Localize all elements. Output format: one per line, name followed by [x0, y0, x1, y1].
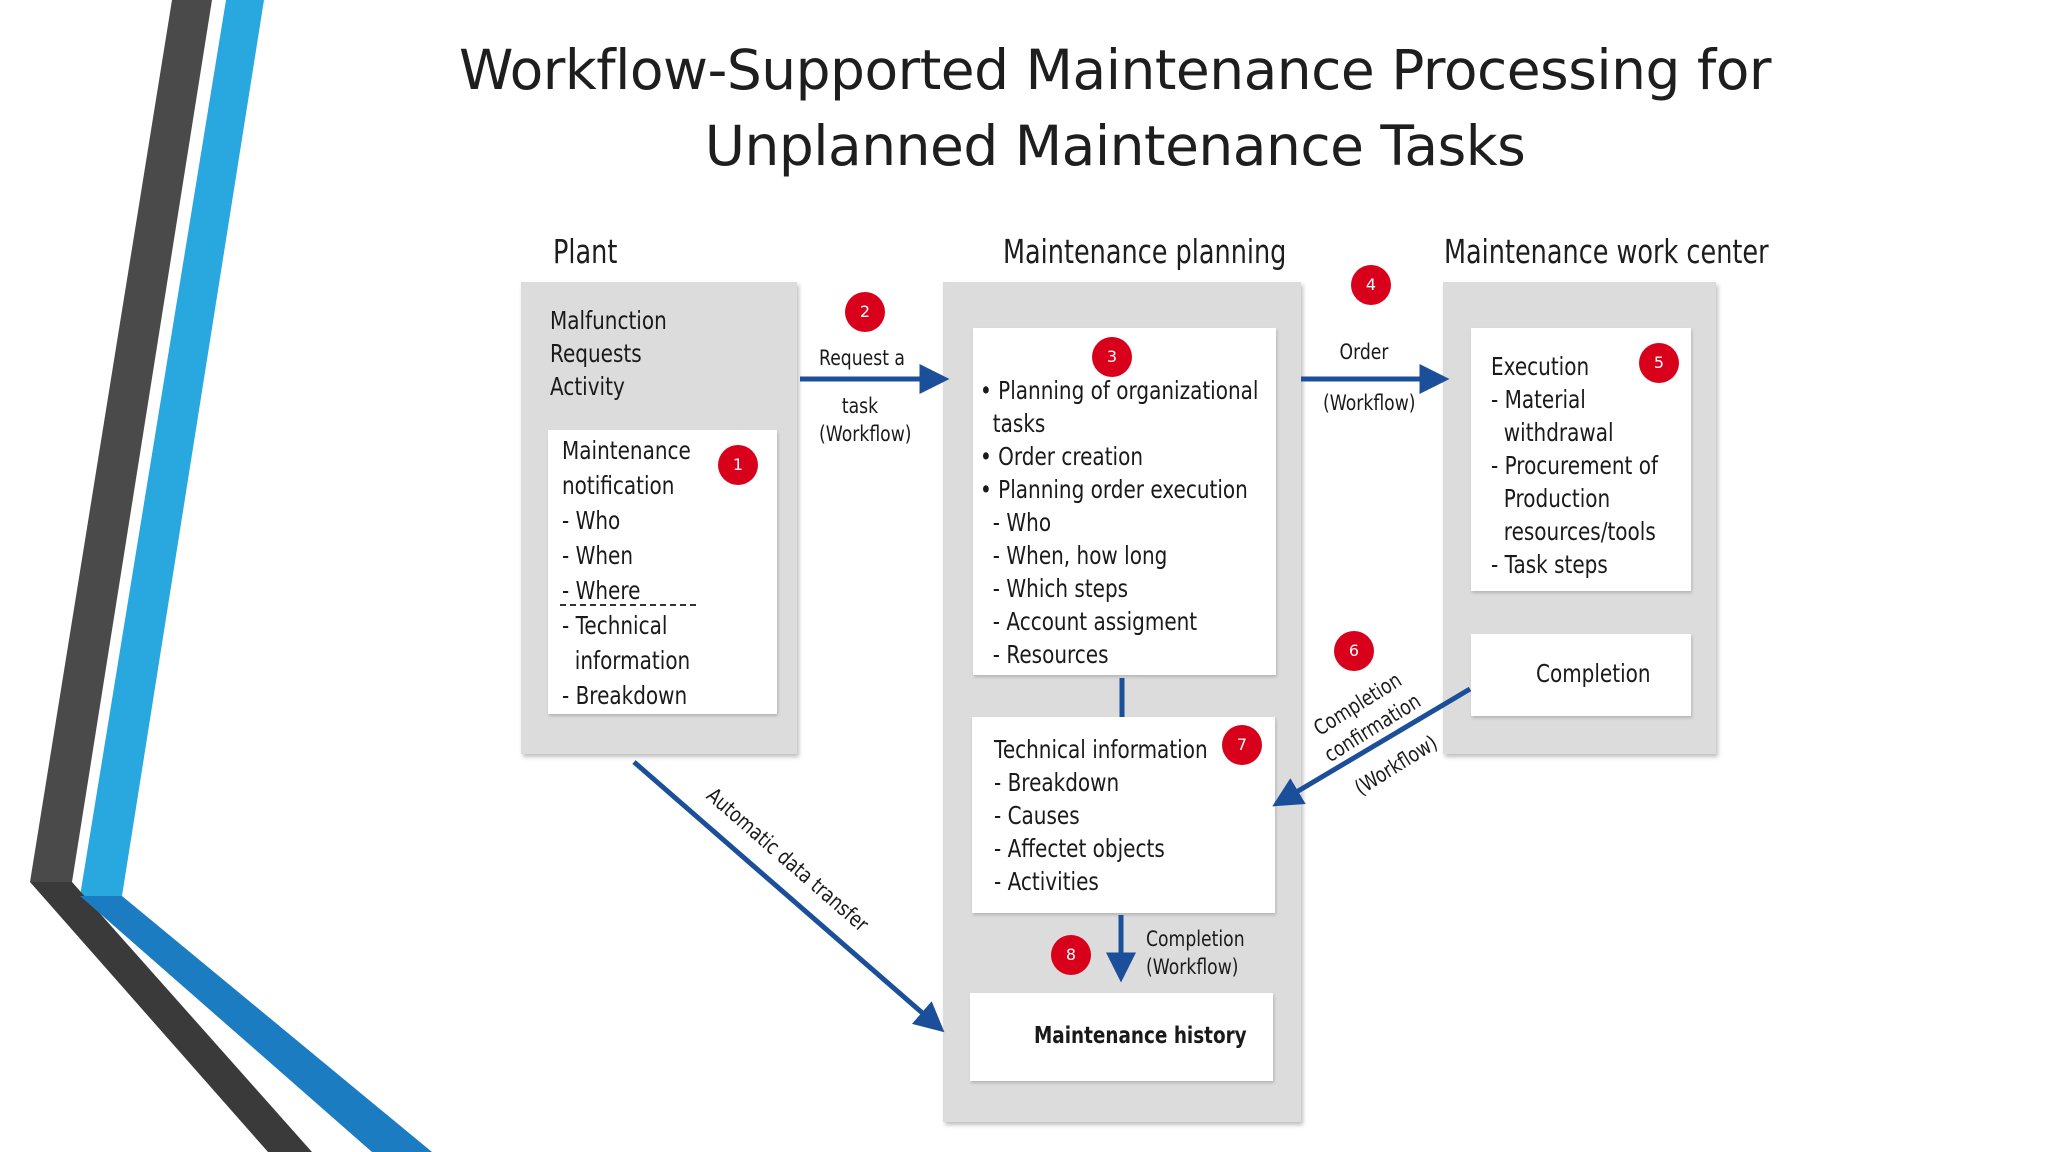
dark-stripe-diagonal	[30, 882, 312, 1152]
step-badge-6: 6	[1334, 631, 1374, 671]
label-line: Completion	[1146, 927, 1245, 951]
technical-line: - Breakdown	[994, 768, 1120, 797]
planning-line: • Planning order execution	[980, 475, 1248, 504]
planning-line: - When, how long	[992, 541, 1168, 570]
step-badge-5: 5	[1639, 343, 1679, 383]
maintenance-history-card	[970, 993, 1273, 1081]
notification-line: notification	[562, 471, 675, 500]
planning-line: - Resources	[992, 640, 1109, 669]
technical-line: - Causes	[994, 801, 1080, 830]
notification-line: - When	[562, 541, 634, 570]
title-line-1: Workflow-Supported Maintenance Processin…	[458, 38, 1772, 102]
execution-line: Execution	[1491, 352, 1590, 381]
step-badge-1: 1	[718, 445, 758, 485]
label-completion-workflow: Completion (Workflow)	[1146, 925, 1245, 981]
arrow-automatic-transfer	[632, 760, 945, 1033]
label-line: (Workflow)	[819, 422, 912, 446]
technical-information-text: Technical information - Breakdown - Caus…	[994, 733, 1208, 898]
notification-line: Maintenance	[562, 436, 691, 465]
maintenance-notification-text: Maintenance notification - Who - When - …	[562, 433, 691, 713]
planning-line: - Which steps	[992, 574, 1129, 603]
completion-label: Completion	[1536, 659, 1651, 688]
plant-header-text: Malfunction Requests Activity	[550, 304, 667, 403]
label-order-top: Order	[1339, 340, 1389, 364]
title-line-2: Unplanned Maintenance Tasks	[704, 114, 1526, 178]
notification-line: - Where	[562, 576, 641, 605]
execution-line: resources/tools	[1503, 517, 1656, 546]
label-request-bottom: task (Workflow)	[819, 392, 912, 448]
notification-line: - Technical	[562, 611, 668, 640]
plant-header-line: Activity	[550, 372, 625, 401]
step-badge-7: 7	[1222, 725, 1262, 765]
label-line: (Workflow)	[1146, 955, 1239, 979]
notification-line: information	[574, 646, 691, 675]
step-badge-4: 4	[1351, 265, 1391, 305]
execution-line: Production	[1503, 484, 1611, 513]
column-heading-plant: Plant	[553, 232, 618, 271]
technical-line: Technical information	[994, 735, 1208, 764]
planning-line: tasks	[992, 409, 1046, 438]
planning-tasks-card	[973, 328, 1276, 675]
dashed-divider	[560, 604, 696, 606]
technical-line: - Activities	[994, 867, 1099, 896]
step-badge-2: 2	[845, 292, 885, 332]
notification-line: - Breakdown	[562, 681, 688, 710]
column-heading-workcenter: Maintenance work center	[1444, 232, 1769, 271]
maintenance-history-label: Maintenance history	[1034, 1023, 1247, 1049]
plant-header-line: Requests	[550, 339, 642, 368]
label-request-top: Request a	[819, 346, 905, 370]
planning-line: • Planning of organizational	[980, 376, 1259, 405]
planning-line: • Order creation	[980, 442, 1143, 471]
completion-card	[1471, 634, 1691, 716]
execution-line: - Procurement of	[1491, 451, 1659, 480]
execution-text: Execution - Material withdrawal - Procur…	[1491, 350, 1658, 581]
blue-stripe-vertical	[80, 0, 264, 896]
dark-stripe-vertical	[30, 0, 212, 882]
column-heading-planning: Maintenance planning	[1003, 232, 1287, 271]
planning-line: - Who	[992, 508, 1052, 537]
execution-line: withdrawal	[1503, 418, 1614, 447]
execution-line: - Task steps	[1491, 550, 1608, 579]
step-badge-8: 8	[1051, 935, 1091, 975]
page-title: Workflow-Supported Maintenance Processin…	[430, 32, 1800, 184]
step-badge-3: 3	[1092, 337, 1132, 377]
label-order-bottom: (Workflow)	[1323, 391, 1416, 415]
planning-tasks-text: • Planning of organizational tasks • Ord…	[980, 374, 1258, 671]
arrow-completion-confirmation	[1272, 686, 1472, 807]
blue-stripe-diagonal	[80, 896, 432, 1152]
plant-header-line: Malfunction	[550, 306, 667, 335]
notification-line: - Who	[562, 506, 621, 535]
label-line: task	[841, 394, 879, 418]
planning-line: - Account assigment	[992, 607, 1198, 636]
technical-line: - Affectet objects	[994, 834, 1165, 863]
execution-line: - Material	[1491, 385, 1586, 414]
